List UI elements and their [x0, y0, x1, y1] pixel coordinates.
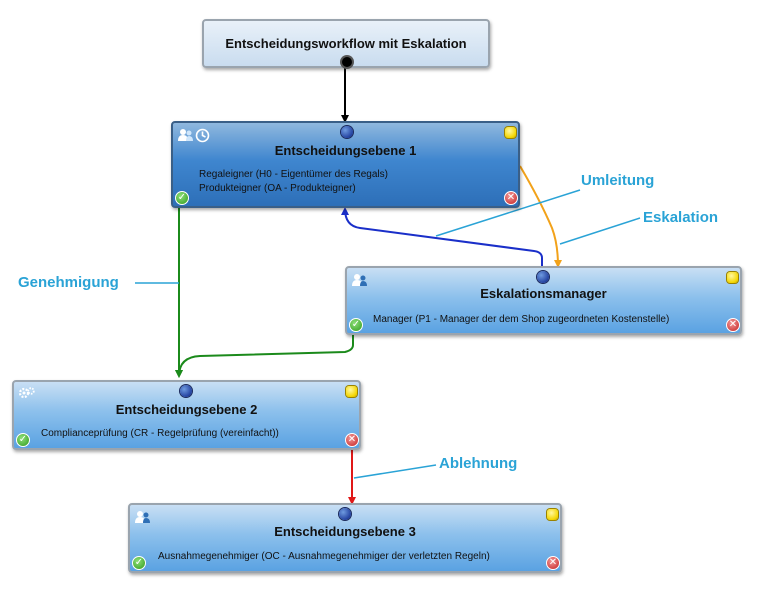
node-escalation-reject-icon[interactable]: ✕ [726, 318, 740, 332]
node-decision-level-1[interactable]: Entscheidungsebene 1 Regaleigner (H0 - E… [171, 121, 520, 208]
edge-label-redirect: Umleitung [581, 172, 655, 189]
clock-icon [195, 128, 210, 148]
edge-label-approval: Genehmigung [18, 274, 119, 291]
user-group-icon [178, 128, 194, 147]
edge-escalation-level1-to-manager [519, 165, 562, 268]
label-leader-redirect [435, 189, 581, 237]
node-1-approver-1: Regaleigner (H0 - Eigentümer des Regals) [199, 169, 388, 180]
node-2-escalation-port[interactable] [346, 386, 357, 397]
label-leader-escalation [559, 217, 641, 245]
node-2-reject-icon[interactable]: ✕ [345, 433, 359, 447]
edge-label-escalation: Eskalation [643, 209, 719, 226]
node-escalation-input-port[interactable] [537, 271, 549, 283]
node-3-title: Entscheidungsebene 3 [274, 524, 416, 539]
node-escalation-title: Eskalationsmanager [480, 286, 607, 301]
node-3-input-port[interactable] [339, 508, 351, 520]
node-2-title: Entscheidungsebene 2 [115, 402, 258, 417]
node-1-approve-icon[interactable]: ✓ [175, 191, 189, 205]
node-1-reject-icon[interactable]: ✕ [504, 191, 518, 205]
node-1-approver-2: Produkteigner (OA - Produkteigner) [199, 183, 356, 194]
node-escalation-approve-icon[interactable]: ✓ [349, 318, 363, 332]
user-group-icon [135, 510, 151, 529]
node-1-input-port[interactable] [341, 126, 353, 138]
node-3-approver-1: Ausnahmegenehmiger (OC - Ausnahmegenehmi… [158, 551, 490, 562]
node-3-escalation-port[interactable] [547, 509, 558, 520]
node-2-approve-icon[interactable]: ✓ [16, 433, 30, 447]
node-escalation-approver-1: Manager (P1 - Manager der dem Shop zugeo… [373, 314, 670, 325]
node-escalation-escalation-port[interactable] [727, 272, 738, 283]
node-decision-level-2[interactable]: Entscheidungsebene 2 Complianceprüfung (… [12, 380, 361, 450]
start-output-port[interactable] [342, 57, 352, 67]
edge-redirect-escalation-to-level1 [341, 207, 543, 268]
edge-label-rejection: Ablehnung [439, 455, 518, 472]
start-node-title: Entscheidungsworkflow mit Eskalation [225, 36, 467, 51]
node-decision-level-3[interactable]: Entscheidungsebene 3 Ausnahmegenehmiger … [128, 503, 562, 573]
node-3-approve-icon[interactable]: ✓ [132, 556, 146, 570]
node-1-title: Entscheidungsebene 1 [274, 143, 417, 158]
node-2-input-port[interactable] [180, 385, 192, 397]
node-2-approver-1: Complianceprüfung (CR - Regelprüfung (ve… [41, 428, 279, 439]
node-3-reject-icon[interactable]: ✕ [546, 556, 560, 570]
gears-icon [18, 386, 36, 405]
edge-approval-escalation-to-level2 [175, 335, 354, 378]
node-1-escalation-port[interactable] [505, 127, 516, 138]
user-group-icon [352, 273, 368, 292]
node-escalation-manager[interactable]: Eskalationsmanager Manager (P1 - Manager… [345, 266, 742, 335]
start-node[interactable]: Entscheidungsworkflow mit Eskalation [202, 19, 490, 68]
label-leader-rejection [353, 464, 437, 479]
